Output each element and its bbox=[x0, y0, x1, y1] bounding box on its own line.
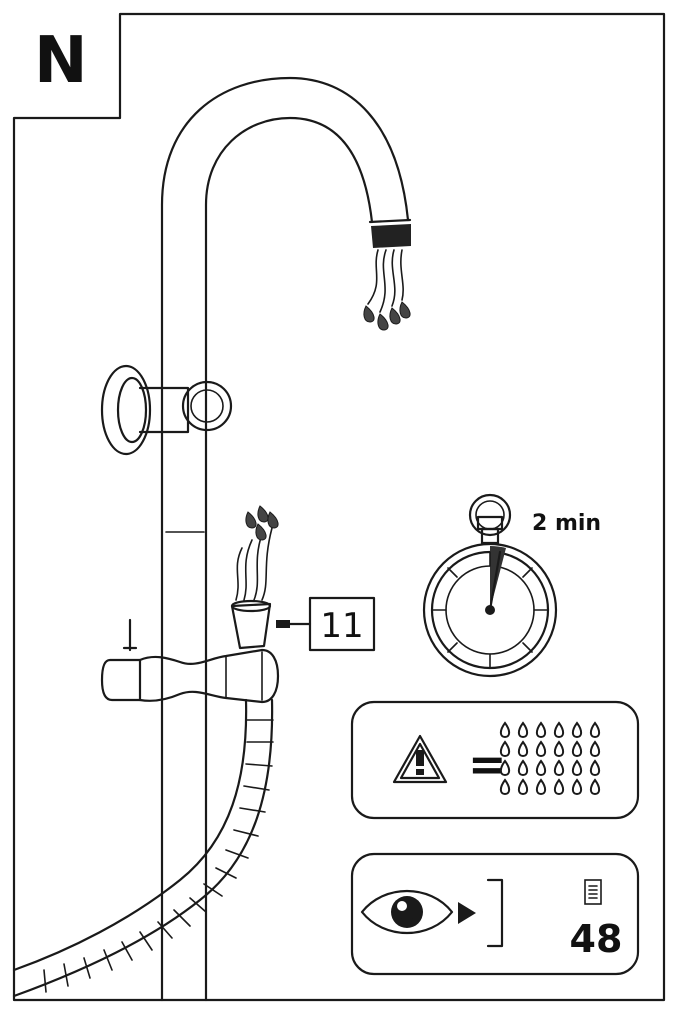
bracket-line bbox=[486, 878, 504, 948]
water-drop bbox=[571, 759, 583, 777]
water-drop bbox=[589, 759, 601, 777]
play-arrow-icon bbox=[458, 902, 476, 924]
water-drop bbox=[535, 759, 547, 777]
water-drop bbox=[571, 740, 583, 758]
water-drop bbox=[535, 740, 547, 758]
water-drop bbox=[499, 740, 511, 758]
water-drop bbox=[553, 740, 565, 758]
water-drop bbox=[517, 740, 529, 758]
outlet-thread bbox=[371, 224, 411, 248]
water-drop bbox=[499, 721, 511, 739]
part-number: 11 bbox=[320, 606, 363, 646]
water-drop bbox=[517, 759, 529, 777]
bracket-knob bbox=[181, 380, 233, 432]
reference-page-number: 48 bbox=[570, 917, 623, 961]
hand-shower-water-drops-icon bbox=[235, 505, 279, 601]
water-drop bbox=[553, 778, 565, 796]
water-drop bbox=[571, 721, 583, 739]
step-letter: N bbox=[34, 24, 88, 98]
shower-column bbox=[160, 76, 412, 1002]
water-drop bbox=[553, 759, 565, 777]
water-drop bbox=[517, 778, 529, 796]
slider-holder bbox=[100, 618, 280, 704]
reference-panel: 48 bbox=[350, 852, 640, 976]
document-icon bbox=[584, 879, 602, 905]
water-drop bbox=[589, 740, 601, 758]
water-drop bbox=[517, 721, 529, 739]
water-drop bbox=[589, 778, 601, 796]
warning-triangle-icon bbox=[392, 734, 448, 784]
stopwatch-icon bbox=[422, 493, 558, 678]
water-drop bbox=[535, 721, 547, 739]
warning-panel: = bbox=[350, 700, 640, 820]
water-drop bbox=[571, 778, 583, 796]
water-drop bbox=[589, 721, 601, 739]
water-drop bbox=[535, 778, 547, 796]
diagram-frame bbox=[12, 12, 666, 1002]
wall-bracket bbox=[100, 364, 233, 456]
timer-duration-label: 2 min bbox=[532, 511, 601, 536]
part-callout: 11 bbox=[276, 596, 376, 652]
water-drops-icon bbox=[499, 721, 601, 796]
shower-hose bbox=[12, 698, 274, 998]
equals-sign: = bbox=[468, 737, 507, 791]
eye-icon bbox=[360, 890, 454, 934]
outlet-water-drops-icon bbox=[363, 249, 411, 331]
part-number-box bbox=[308, 596, 376, 652]
hand-shower-outlet bbox=[230, 599, 272, 650]
water-drop bbox=[553, 721, 565, 739]
water-drop bbox=[499, 759, 511, 777]
water-drop bbox=[499, 778, 511, 796]
